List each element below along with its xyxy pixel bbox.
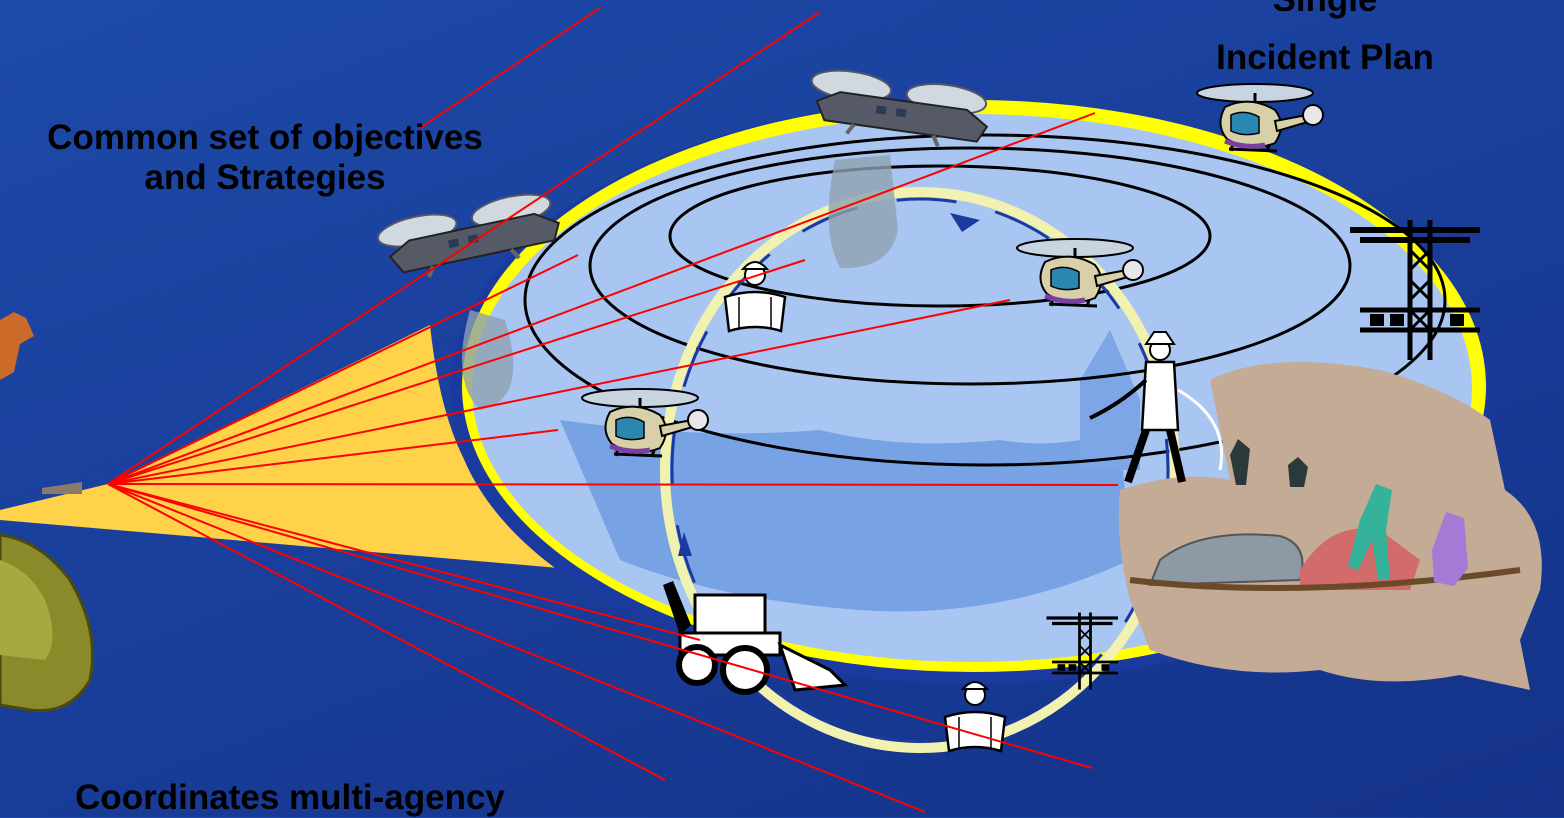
cargo-sling-top bbox=[828, 155, 898, 269]
cycle-arrow-left bbox=[678, 532, 692, 556]
rock-figure-left-inner bbox=[0, 560, 53, 660]
label-coordinates-multi-agency: Coordinates multi-agency bbox=[75, 778, 505, 817]
label-left-line1: Common set of objectives bbox=[47, 118, 483, 157]
creature-left bbox=[0, 312, 34, 380]
label-single-incident-plan: Single Incident Plan bbox=[1180, 0, 1470, 78]
rocky-terrain-icon bbox=[1118, 362, 1542, 690]
label-top-line2: Incident Plan bbox=[1216, 38, 1434, 77]
rescue-workers-icon bbox=[1230, 439, 1468, 586]
cycle-ring-edge bbox=[670, 197, 1170, 743]
cycle-arrow-top bbox=[950, 213, 980, 232]
ellipse-ring-1 bbox=[668, 164, 1212, 308]
cycle-ring bbox=[660, 187, 1180, 753]
ground-line bbox=[1129, 567, 1521, 591]
label-objectives-strategies: Common set of objectives and Strategies bbox=[0, 118, 560, 198]
ellipse-ring-2 bbox=[588, 146, 1352, 386]
ellipse-ring-3 bbox=[523, 133, 1447, 467]
mountain-shape bbox=[1080, 330, 1140, 470]
red-radiating-lines bbox=[107, 7, 1119, 813]
label-left-line2: and Strategies bbox=[144, 158, 386, 197]
beam-source bbox=[42, 482, 82, 494]
firefighter-icon bbox=[1089, 331, 1224, 484]
label-top-line1: Single bbox=[1180, 0, 1470, 20]
terrain-shading bbox=[560, 420, 1130, 612]
cargo-sling-left bbox=[462, 310, 514, 410]
